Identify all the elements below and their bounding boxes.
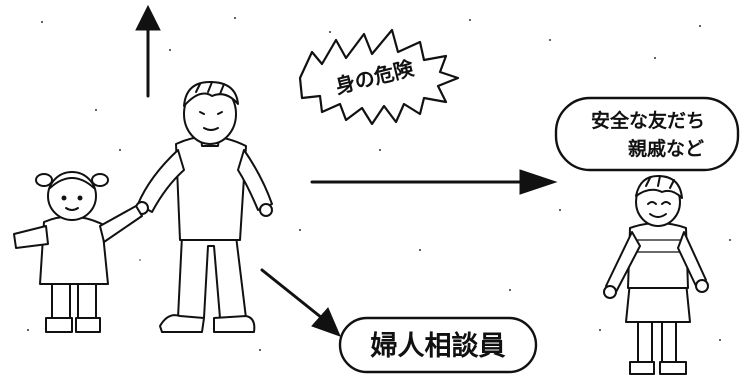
counselor-bubble bbox=[338, 316, 538, 374]
child-figure bbox=[13, 171, 143, 333]
up-arrow-icon bbox=[135, 4, 161, 98]
mother-figure bbox=[135, 81, 273, 333]
safe-destination-line1: 安全な友だち bbox=[591, 109, 705, 132]
danger-burst-icon bbox=[298, 28, 460, 126]
down-right-arrow-icon bbox=[260, 268, 341, 337]
counselor-label: 婦人相談員 bbox=[370, 330, 506, 362]
safe-destination-line2: 親戚など bbox=[628, 137, 704, 160]
friend-figure bbox=[603, 175, 709, 375]
safe-destination-bubble bbox=[554, 96, 740, 172]
right-arrow-icon bbox=[310, 169, 558, 195]
